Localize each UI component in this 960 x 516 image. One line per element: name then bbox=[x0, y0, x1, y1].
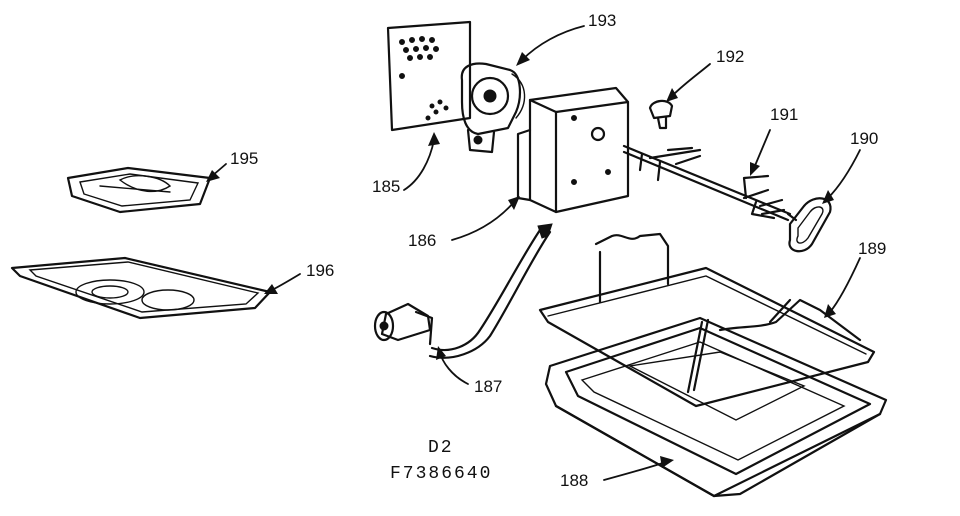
callout-186: 186 bbox=[408, 231, 436, 250]
callout-185: 185 bbox=[372, 177, 400, 196]
callout-190: 190 bbox=[850, 129, 878, 148]
callout-193: 193 bbox=[588, 11, 616, 30]
part-192-thumb-screw bbox=[648, 99, 674, 130]
part-185-mounting-plate bbox=[386, 20, 472, 132]
part-191-spit-rod bbox=[622, 144, 792, 222]
callout-191: 191 bbox=[770, 105, 798, 124]
callout-188: 188 bbox=[560, 471, 588, 490]
callout-187: 187 bbox=[474, 377, 502, 396]
part-190-spit-handle bbox=[786, 197, 832, 253]
part-196-broiler-pan bbox=[10, 256, 272, 320]
part-number-code: F7386640 bbox=[390, 464, 492, 484]
leader-lines bbox=[206, 25, 861, 481]
part-187-power-cord bbox=[373, 223, 553, 359]
callout-192: 192 bbox=[716, 47, 744, 66]
diagram-code: D2 bbox=[428, 438, 454, 458]
part-189-wire-rack bbox=[538, 232, 876, 408]
part-186-gearbox-housing bbox=[516, 86, 630, 214]
part-188-drip-pan bbox=[544, 316, 888, 498]
callout-195: 195 bbox=[230, 149, 258, 168]
part-193-rotisserie-motor bbox=[460, 62, 526, 154]
callout-196: 196 bbox=[306, 261, 334, 280]
part-195-broiler-insert bbox=[66, 166, 212, 214]
callout-189: 189 bbox=[858, 239, 886, 258]
